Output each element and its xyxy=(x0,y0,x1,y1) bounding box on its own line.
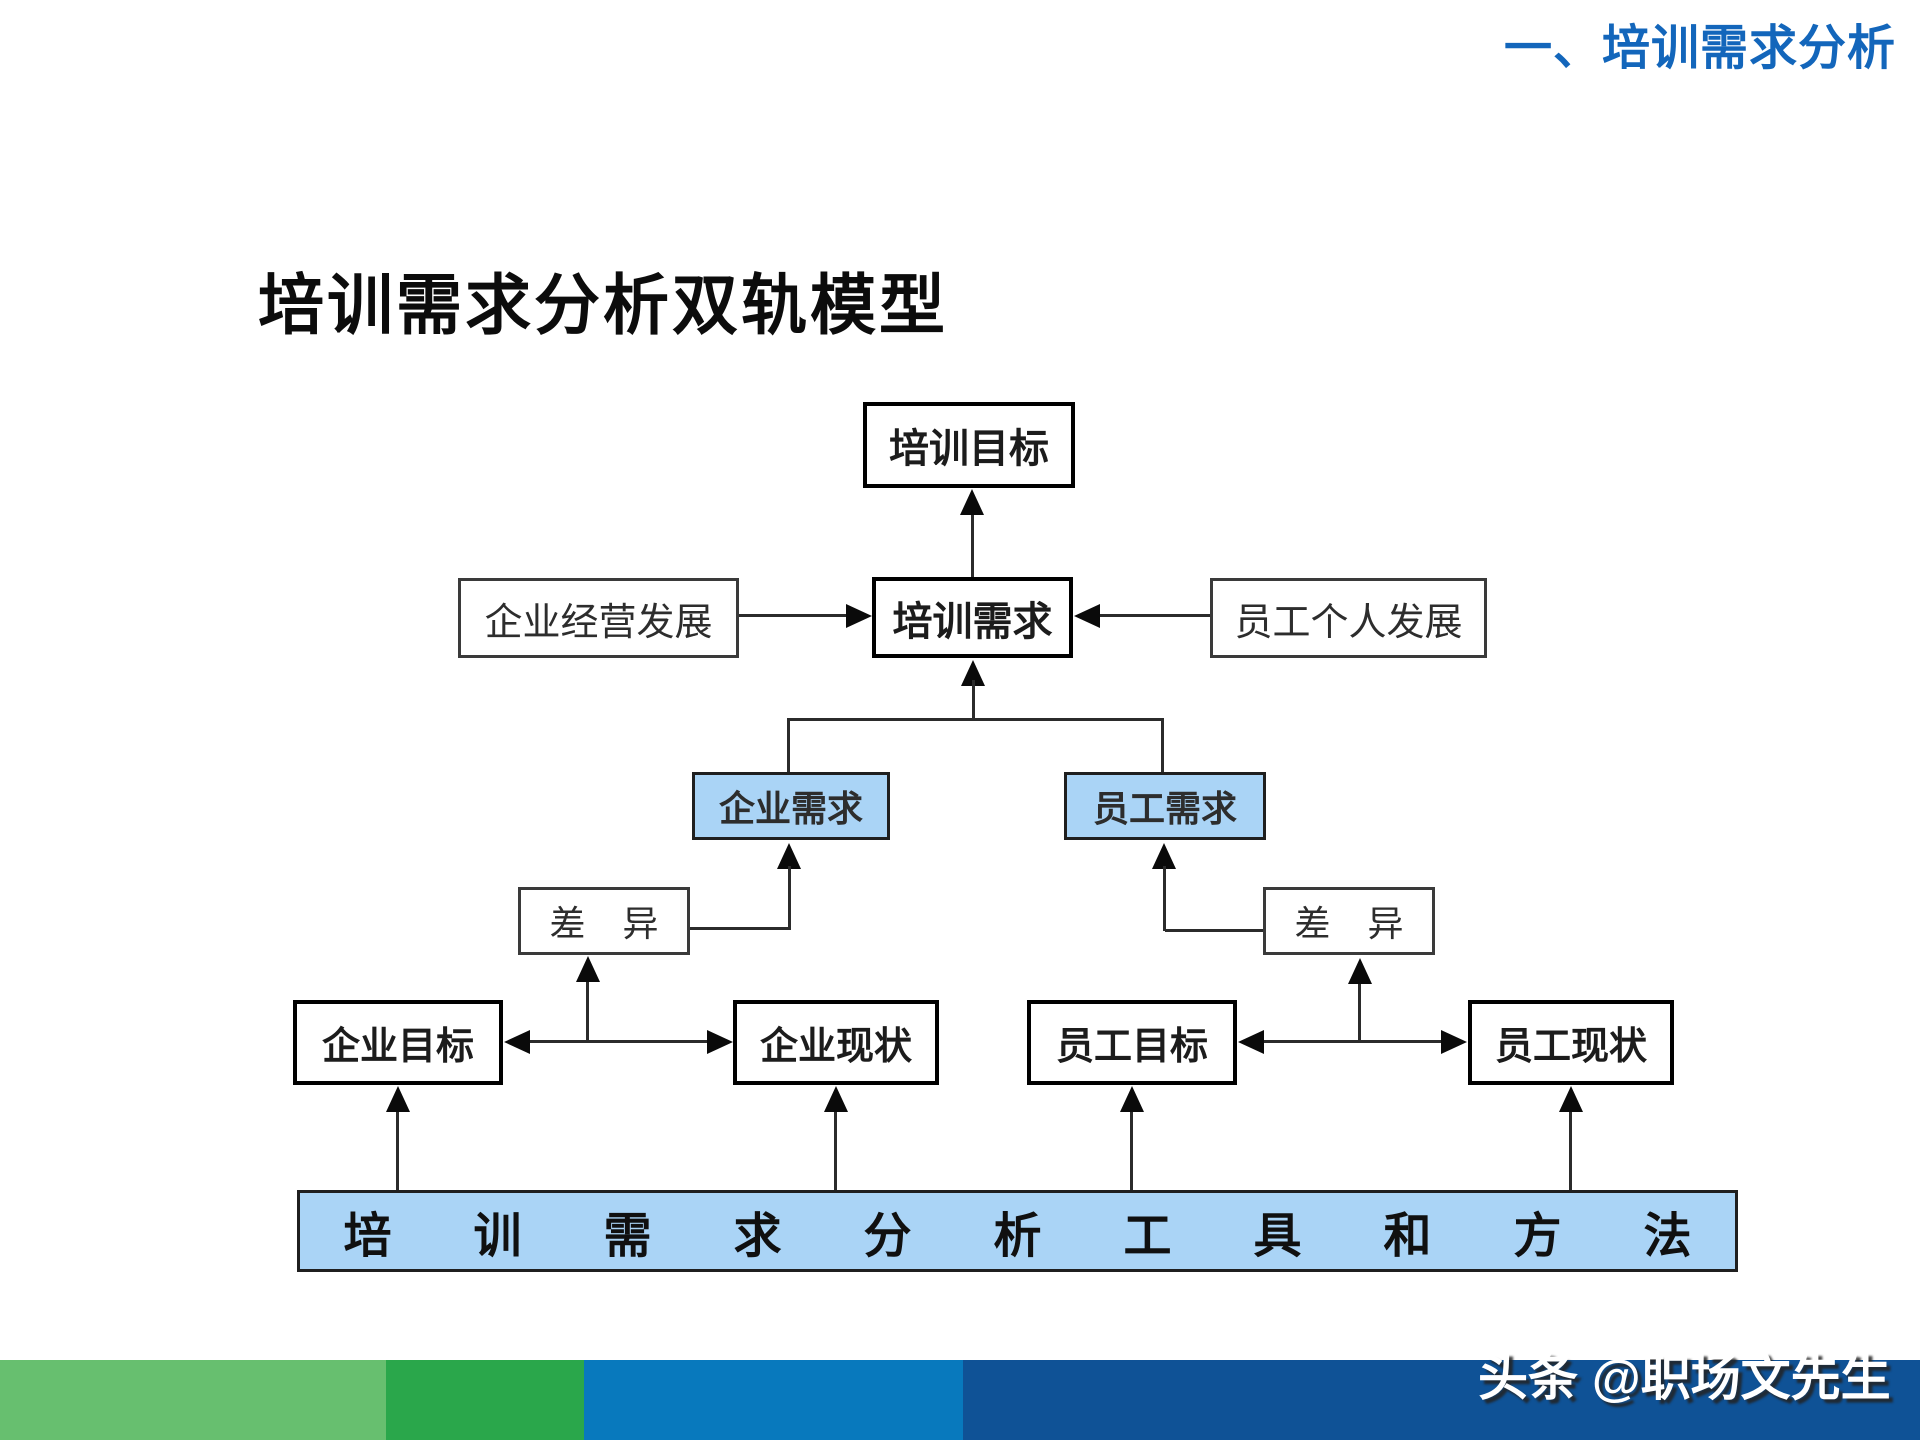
watermark: 头条 @职场文先生 xyxy=(1478,1350,1891,1406)
node-employee-goal: 员工目标 xyxy=(1027,1000,1237,1085)
arrowhead-up-icon xyxy=(386,1086,410,1112)
connector-compare-to-gapleft xyxy=(586,976,589,1042)
node-employee-development: 员工个人发展 xyxy=(1210,578,1487,658)
connector-bar-to-entgoal xyxy=(396,1108,399,1190)
node-training-goal: 培训目标 xyxy=(863,402,1075,488)
connector-bar-to-entstatus xyxy=(834,1108,837,1190)
connector-bizdev-to-need xyxy=(739,614,854,617)
connector-gapleft-vert xyxy=(788,866,791,929)
node-enterprise-status: 企业现状 xyxy=(733,1000,939,1085)
connector-empgoal-empstatus xyxy=(1259,1040,1446,1043)
footer-bar-blue xyxy=(584,1360,963,1440)
arrowhead-up-icon xyxy=(1559,1086,1583,1112)
arrowhead-up-icon xyxy=(960,489,984,515)
arrowhead-up-icon xyxy=(1120,1086,1144,1112)
node-employee-need: 员工需求 xyxy=(1064,772,1266,840)
footer-bar-green xyxy=(386,1360,584,1440)
arrowhead-left-icon xyxy=(1074,604,1100,628)
connector-need-to-goal xyxy=(971,505,974,577)
node-tools-bar-label: 培训需求分析工具和方法 xyxy=(343,1210,1774,1263)
node-enterprise-goal: 企业目标 xyxy=(293,1000,503,1085)
node-enterprise-need: 企业需求 xyxy=(692,772,890,840)
arrowhead-up-icon xyxy=(777,843,801,869)
footer-bar-navy xyxy=(963,1360,1920,1440)
connector-tree-stem xyxy=(972,680,975,720)
connector-tree-cross xyxy=(787,718,1164,721)
connector-gapright-horz xyxy=(1165,929,1263,932)
connector-compare-to-gapright xyxy=(1358,978,1361,1042)
arrowhead-left-icon xyxy=(504,1030,530,1054)
connector-tree-left-drop xyxy=(787,718,790,772)
arrowhead-left-icon xyxy=(1238,1030,1264,1054)
node-tools-bar: 培训需求分析工具和方法 xyxy=(297,1190,1738,1272)
node-gap-left: 差 异 xyxy=(518,887,690,955)
connector-entgoal-entstatus xyxy=(525,1040,711,1043)
connector-bar-to-empstatus xyxy=(1569,1108,1572,1190)
arrowhead-right-icon xyxy=(707,1030,733,1054)
connector-gapright-vert xyxy=(1163,866,1166,931)
arrowhead-right-icon xyxy=(846,604,872,628)
connector-empdev-to-need xyxy=(1097,614,1210,617)
connector-tree-right-drop xyxy=(1161,718,1164,772)
footer-bar-light-green xyxy=(0,1360,386,1440)
connector-gapleft-horz xyxy=(690,927,791,930)
node-employee-status: 员工现状 xyxy=(1468,1000,1674,1085)
arrowhead-up-icon xyxy=(576,956,600,982)
arrowhead-up-icon xyxy=(1152,843,1176,869)
node-gap-right-label: 差 异 xyxy=(1294,904,1418,944)
arrowhead-up-icon xyxy=(1348,958,1372,984)
page-title: 培训需求分析双轨模型 xyxy=(258,268,948,342)
node-gap-left-label: 差 异 xyxy=(549,904,673,944)
connector-bar-to-empgoal xyxy=(1130,1108,1133,1190)
node-gap-right: 差 异 xyxy=(1263,887,1435,955)
section-header: 一、培训需求分析 xyxy=(1503,22,1896,75)
arrowhead-right-icon xyxy=(1441,1030,1467,1054)
node-business-development: 企业经营发展 xyxy=(458,578,739,658)
arrowhead-up-icon xyxy=(824,1086,848,1112)
node-training-need: 培训需求 xyxy=(872,577,1073,658)
